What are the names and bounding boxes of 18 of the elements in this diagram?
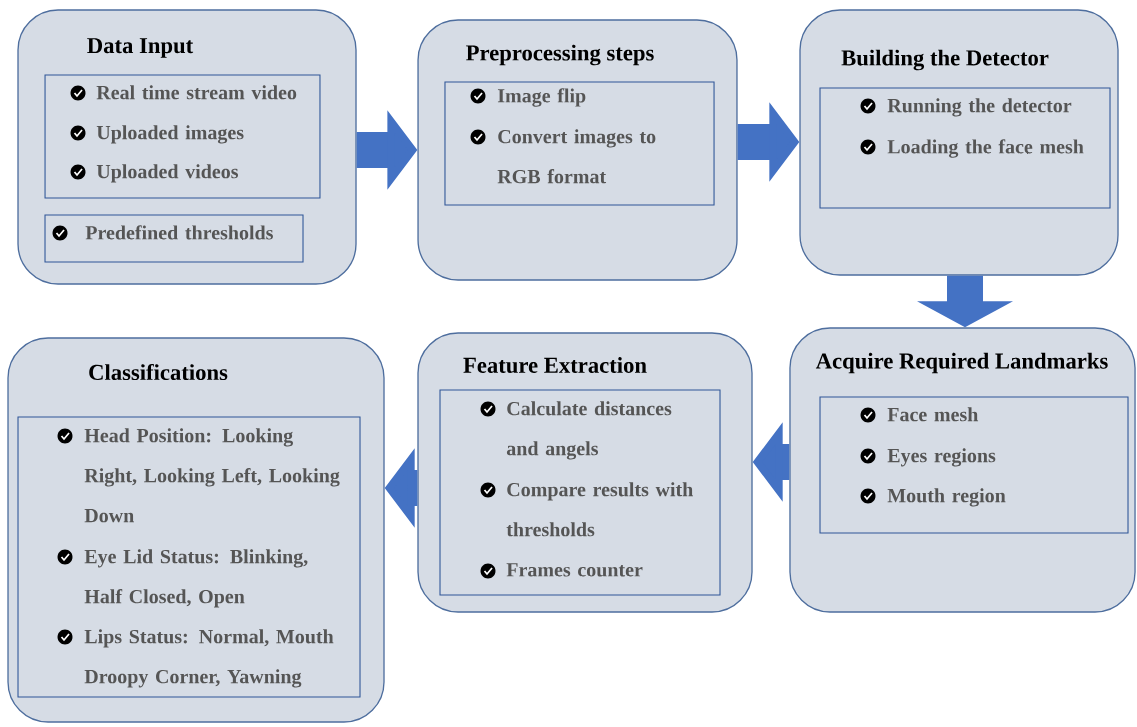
- checklist-item: Compare results with thresholds: [506, 482, 693, 537]
- checklist-item: Face mesh: [887, 407, 979, 422]
- checklist-item: Convert images to RGB format: [497, 129, 656, 184]
- checklist-item: Uploaded videos: [96, 164, 239, 183]
- checklist-item: Head Position: Looking Right, Looking Left, Looking Down: [84, 428, 340, 523]
- checklist-item: Uploaded images: [96, 125, 244, 144]
- checklist-item: Mouth region: [887, 488, 1006, 507]
- checklist-item: Eyes regions: [887, 448, 996, 467]
- checklist-item: Eye Lid Status: Blinking, Half Closed, Open: [84, 549, 308, 608]
- checklist-item: Loading the face mesh: [887, 139, 1084, 158]
- checklist-item: Image flip: [497, 88, 586, 107]
- checklist-item: Predefined thresholds: [85, 225, 273, 240]
- checklist-item: Calculate distances and angels: [506, 401, 672, 460]
- block-arrow: [917, 275, 1013, 328]
- checklist-item: Lips Status: Normal, Mouth Droopy Corner, Yawning: [84, 629, 334, 688]
- checklist-item: Running the detector: [887, 98, 1072, 117]
- checklist-item: Frames counter: [506, 563, 643, 577]
- checklist-item: Real time stream video: [96, 85, 297, 100]
